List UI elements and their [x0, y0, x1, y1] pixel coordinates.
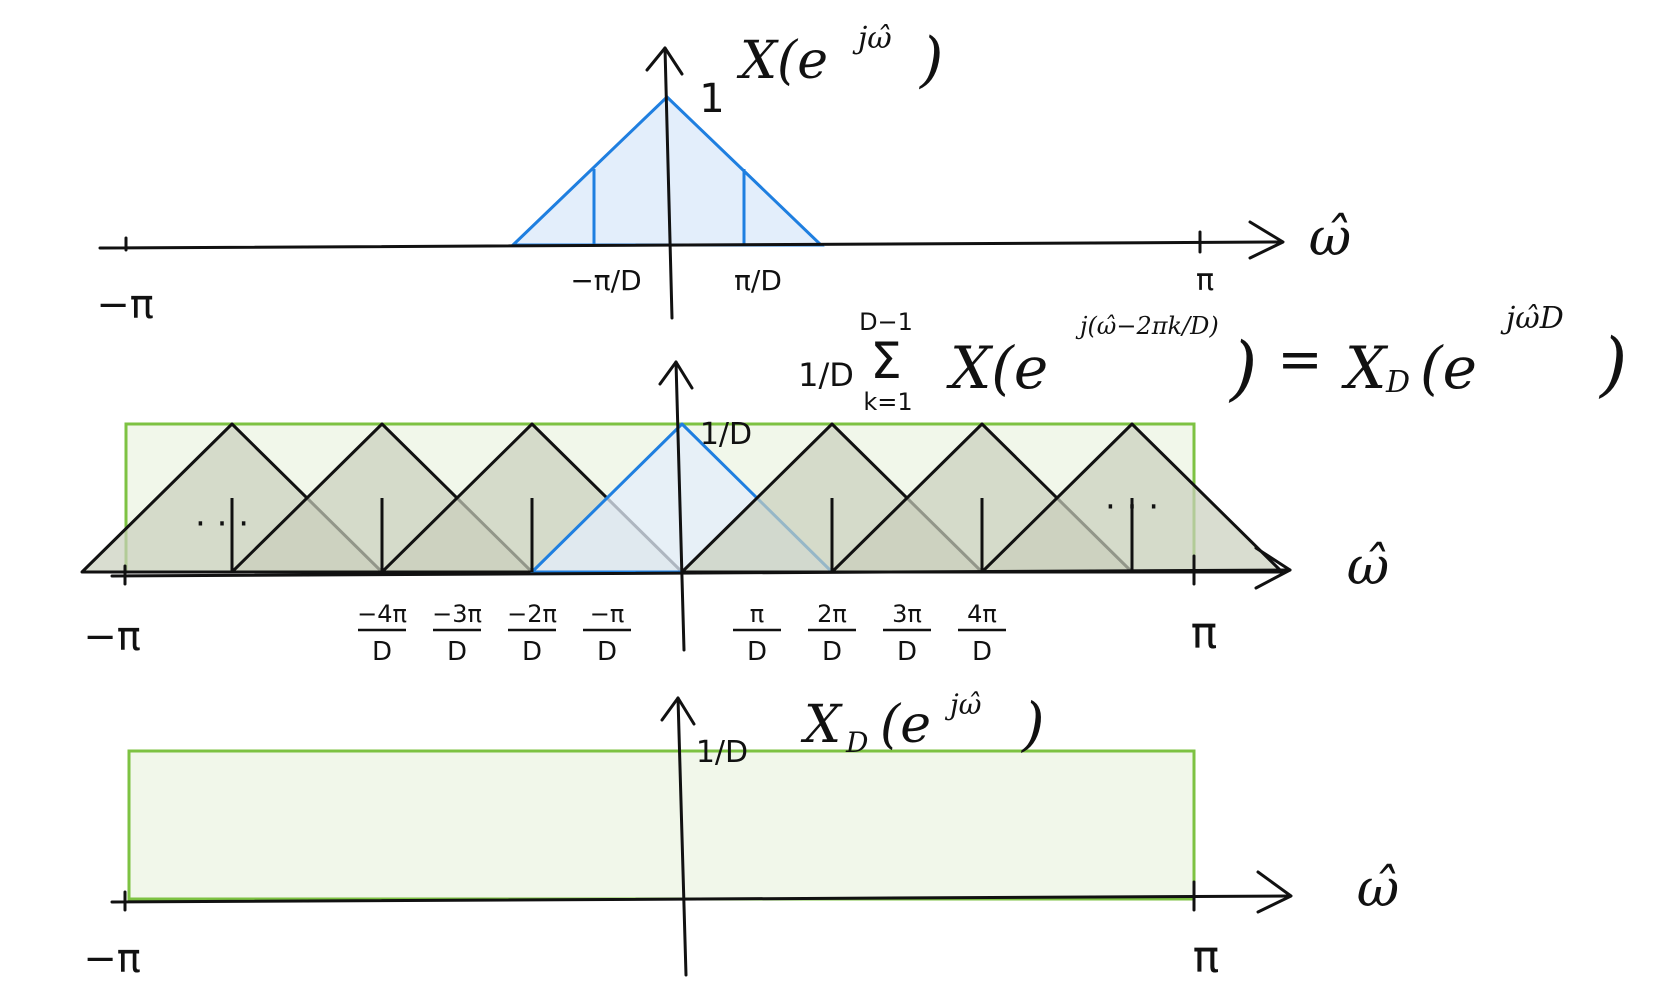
formula-rhs-open: (e [1420, 334, 1477, 402]
panel2-tick-label: −πD [583, 600, 631, 667]
svg-text:π/D: π/D [734, 264, 782, 297]
tick-denominator: D [522, 637, 542, 667]
panel1-y-axis [663, 46, 674, 320]
panel2-pi: π [1191, 608, 1218, 659]
panel3-x-axis [110, 894, 1292, 904]
formula-rhs-sup: jω̂D [1500, 301, 1564, 336]
tick-denominator: D [822, 637, 842, 667]
panel2-y-arrowhead [658, 360, 694, 390]
panel2-ellipsis-left: · · · [195, 504, 249, 544]
tick-numerator: π [750, 600, 764, 628]
panel3-y-arrowhead [660, 696, 696, 726]
panel3-green-band [127, 749, 1196, 901]
svg-text:(e: (e [880, 695, 931, 755]
panel2-tick-label: −2πD [507, 600, 557, 667]
formula-rhs-sub: D [1385, 365, 1410, 400]
panel2-amplitude-label: 1/D [700, 417, 752, 452]
panel3-amplitude-label: 1/D [696, 735, 748, 770]
tick-numerator: 2π [817, 600, 847, 628]
panel2-tick-label: 4πD [958, 600, 1006, 667]
panel1-pi: π [1196, 263, 1214, 298]
panel3-title: X D (e jω̂ ) [800, 688, 1045, 759]
tick-numerator: 3π [892, 600, 922, 628]
panel1-tick-label-right: π/D [734, 264, 782, 297]
panel2-tick-label: 2πD [808, 600, 856, 667]
panel3-y-axis [676, 696, 688, 977]
panel3-minus-pi: −π [83, 936, 141, 982]
tick-denominator: D [897, 637, 917, 667]
formula-body-sup: j(ω̂−2πk/D) [1075, 312, 1219, 340]
formula-sum-bottom: k=1 [863, 388, 912, 416]
formula-sum-top: D−1 [859, 308, 913, 336]
formula-body: X(e [946, 334, 1048, 402]
panel1-tick-label-left: −π/D [570, 264, 641, 297]
panel2-x-arrowhead [1254, 546, 1292, 590]
panel2-tick-label: −3πD [432, 600, 482, 667]
svg-text:−π/D: −π/D [570, 264, 641, 297]
formula-rhs: X [1341, 334, 1389, 402]
tick-denominator: D [747, 637, 767, 667]
panel2-x-axis [110, 568, 1292, 578]
panel3-omega-label: ω̂ [1357, 859, 1399, 919]
tick-denominator: D [372, 637, 392, 667]
svg-text:1/D: 1/D [696, 735, 748, 770]
tick-denominator: D [597, 637, 617, 667]
panel1-x-arrowhead [1248, 220, 1285, 260]
svg-text:X(e: X(e [736, 31, 828, 91]
panel1-omega-label: ω̂ [1309, 208, 1351, 268]
formula-rhs-close: ) [1598, 323, 1627, 405]
panel1-x-axis [98, 240, 1284, 250]
formula-close: ) [1228, 327, 1257, 409]
tick-numerator: −4π [357, 600, 407, 628]
panel1-minus-pi: −π [96, 282, 154, 328]
tick-numerator: −3π [432, 600, 482, 628]
formula-frac: 1/D [798, 356, 854, 394]
svg-text:jω̂: jω̂ [944, 688, 982, 721]
panel2-tick-label: 3πD [883, 600, 931, 667]
svg-text:1/D: 1/D [700, 417, 752, 452]
svg-text:jω̂: jω̂ [852, 21, 892, 56]
panel2-tick-label: −4πD [357, 600, 407, 667]
panel2-minus-pi: −π [83, 614, 141, 660]
tick-numerator: −2π [507, 600, 557, 628]
panel1-title: X(e jω̂ ) [736, 21, 943, 95]
panel3-pi: π [1193, 932, 1220, 983]
panel-2-aliased-spectrum: ω̂ −π π · · · · · · 1/D −4πD−3πD−2πD−πDπ… [80, 301, 1627, 667]
svg-text:X: X [800, 695, 843, 755]
panel1-y-arrowhead [645, 46, 684, 76]
tick-numerator: −π [590, 600, 625, 628]
tick-denominator: D [447, 637, 467, 667]
svg-text:): ) [1020, 690, 1045, 758]
tick-denominator: D [972, 637, 992, 667]
panel2-ellipsis-right: · · · [1105, 487, 1159, 527]
panel2-replicas [80, 422, 1284, 574]
formula-equals: = [1277, 328, 1322, 391]
tick-numerator: 4π [967, 600, 997, 628]
panel3-x-arrowhead [1256, 870, 1293, 914]
panel2-y-axis [674, 360, 686, 652]
panel1-peak-one: 1 [699, 76, 724, 122]
svg-text:): ) [918, 25, 943, 95]
formula-sum-symbol: Σ [870, 332, 902, 390]
panel2-tick-label: πD [733, 600, 781, 667]
svg-text:D: D [845, 726, 868, 759]
panel2-omega-label: ω̂ [1347, 537, 1389, 597]
panel2-formula: 1/D D−1 Σ k=1 X(e j(ω̂−2πk/D) ) = X D (e… [798, 301, 1627, 416]
panel-1-spectrum: ω̂ −π π 1 −π/D π/D X(e jω̂ ) [96, 21, 1351, 328]
panel-3-decimated-spectrum: ω̂ −π π 1/D X D (e jω̂ ) [83, 688, 1399, 983]
